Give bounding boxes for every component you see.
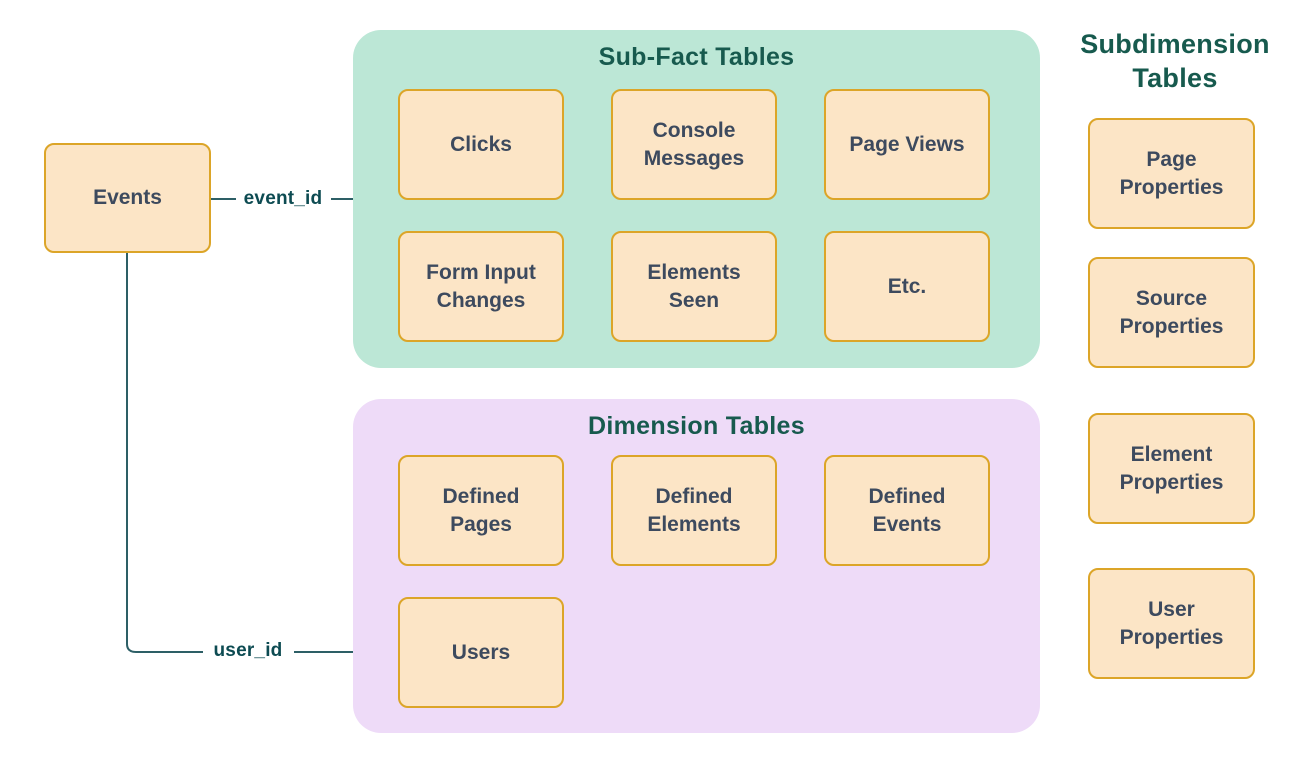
subdimension-node-user-properties: User Properties: [1088, 568, 1255, 679]
events-table-node: Events: [44, 143, 211, 253]
subfact-node-page-views: Page Views: [824, 89, 990, 200]
dimension-tables-title: Dimension Tables: [588, 412, 805, 440]
dimension-node-label: Defined Elements: [647, 484, 741, 536]
events-table-label: Events: [93, 186, 162, 210]
dimension-node-defined-events: Defined Events: [824, 455, 990, 566]
subfact-node-label: Clicks: [450, 132, 512, 156]
subdimension-node-page-properties: Page Properties: [1088, 118, 1255, 229]
subdimension-node-label: Element Properties: [1119, 442, 1224, 494]
dimension-tables-group: Dimension Tables Defined Pages Defined E…: [353, 399, 1040, 733]
subfact-node-label: Page Views: [849, 132, 965, 156]
subfact-node-console-messages: Console Messages: [611, 89, 777, 200]
subfact-node-label: Form Input Changes: [426, 260, 536, 312]
subfact-node-elements-seen: Elements Seen: [611, 231, 777, 342]
dimension-node-label: Defined Pages: [442, 484, 520, 536]
subdimension-node-source-properties: Source Properties: [1088, 257, 1255, 368]
dimension-node-defined-pages: Defined Pages: [398, 455, 564, 566]
dimension-node-label: Defined Events: [868, 484, 946, 536]
subfact-tables-group: Sub-Fact Tables Clicks Console Messages …: [353, 30, 1040, 368]
subdimension-node-element-properties: Element Properties: [1088, 413, 1255, 524]
subfact-tables-title: Sub-Fact Tables: [598, 43, 795, 71]
user-id-connector-label: user_id: [213, 640, 283, 661]
subfact-node-label: Elements Seen: [647, 260, 741, 312]
dimension-node-users: Users: [398, 597, 564, 708]
subfact-node-clicks: Clicks: [398, 89, 564, 200]
subfact-node-label: Etc.: [887, 274, 927, 298]
dimension-node-label: Users: [451, 640, 511, 664]
user-id-connector-line-left: [126, 253, 203, 653]
dimension-node-defined-elements: Defined Elements: [611, 455, 777, 566]
subfact-node-label: Console Messages: [643, 118, 745, 170]
event-id-connector-label: event_id: [243, 188, 323, 209]
subdimension-tables-title: Subdimension Tables: [1080, 29, 1270, 93]
subfact-node-etc: Etc.: [824, 231, 990, 342]
subdimension-node-label: Source Properties: [1119, 286, 1224, 338]
subdimension-node-label: User Properties: [1119, 597, 1224, 649]
subdimension-node-label: Page Properties: [1119, 147, 1224, 199]
subfact-node-form-input-changes: Form Input Changes: [398, 231, 564, 342]
